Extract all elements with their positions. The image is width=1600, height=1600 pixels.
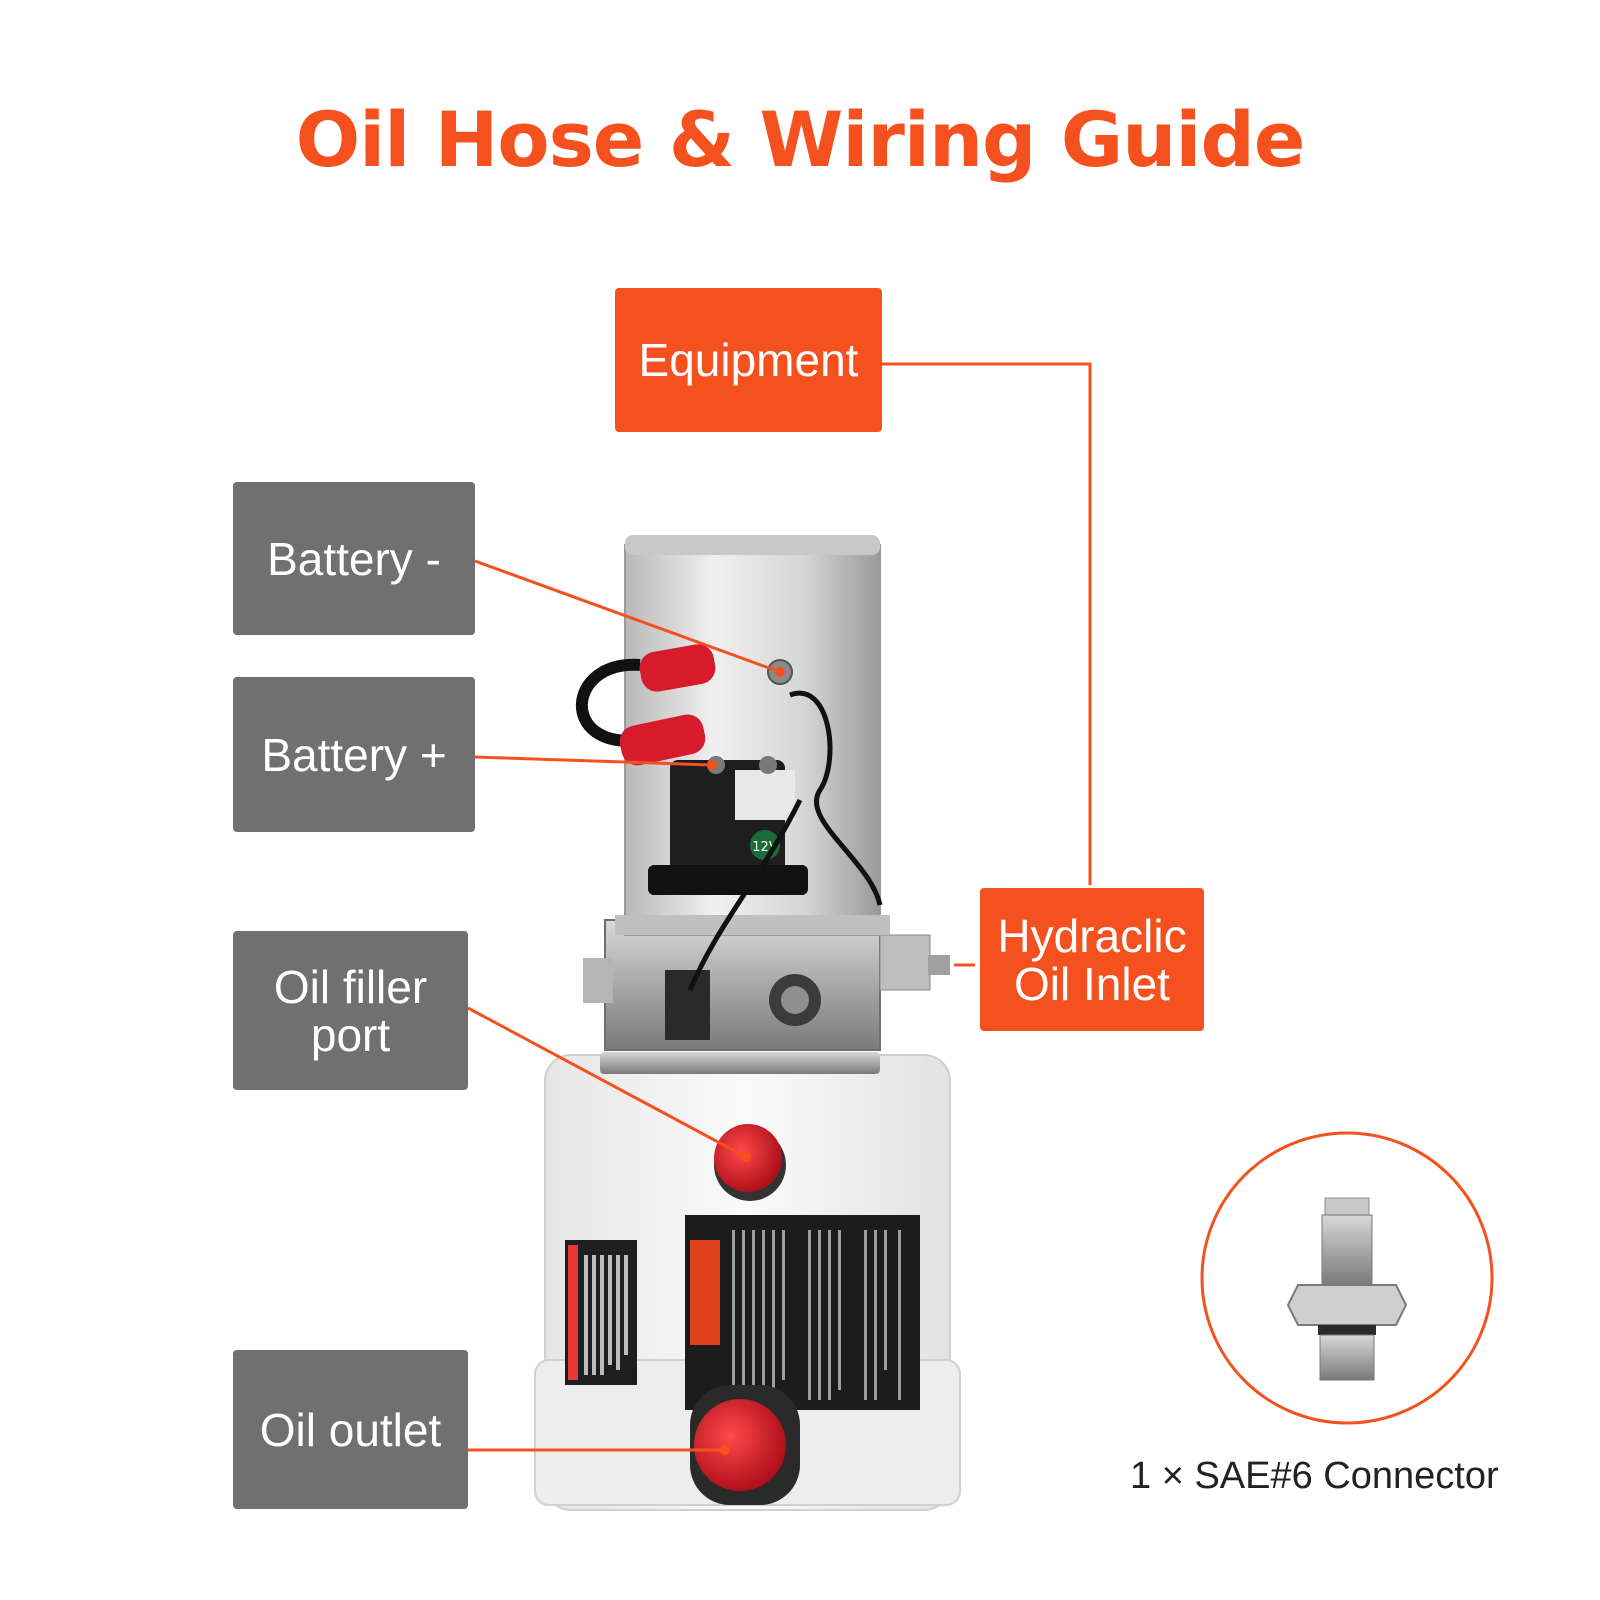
battery-positive-callout: Battery + [233, 677, 475, 832]
warning-sticker [565, 1240, 637, 1385]
battery-negative-leader-line [474, 559, 781, 674]
oil-outlet-cap [690, 1385, 800, 1505]
valve-block [583, 919, 950, 1051]
equipment-leader-line [880, 362, 1092, 885]
connector-accessory [1200, 1131, 1494, 1425]
battery-positive-leader-line [474, 755, 713, 767]
battery-negative-callout: Battery - [233, 482, 475, 635]
hydraulic-inlet-label-line1: Hydraclic [997, 909, 1187, 962]
oil-outlet-callout: Oil outlet [233, 1350, 468, 1509]
oil-filler-port-label-line2: port [310, 1008, 391, 1061]
battery-positive-label: Battery + [261, 728, 447, 781]
battery-negative-label: Battery - [267, 532, 441, 585]
hose-clamp [600, 1052, 880, 1074]
oil-outlet-label: Oil outlet [259, 1403, 442, 1456]
equipment-callout: Equipment [615, 288, 882, 432]
equipment-label: Equipment [638, 334, 859, 386]
hydraulic-inlet-callout: Hydraclic Oil Inlet [980, 888, 1204, 1031]
accessory-caption: 1 × SAE#6 Connector [1130, 1455, 1499, 1497]
oil-filler-port-callout: Oil filler port [233, 931, 468, 1090]
oil-filler-leader-line [467, 1006, 747, 1159]
product-label [685, 1215, 920, 1410]
hydraulic-inlet-label-line2: Oil Inlet [1014, 957, 1170, 1010]
battery-cables [575, 644, 883, 991]
page-title: Oil Hose & Wiring Guide [295, 95, 1306, 184]
leader-lines [467, 362, 1092, 1452]
oil-filler-port-label-line1: Oil filler [273, 960, 428, 1013]
